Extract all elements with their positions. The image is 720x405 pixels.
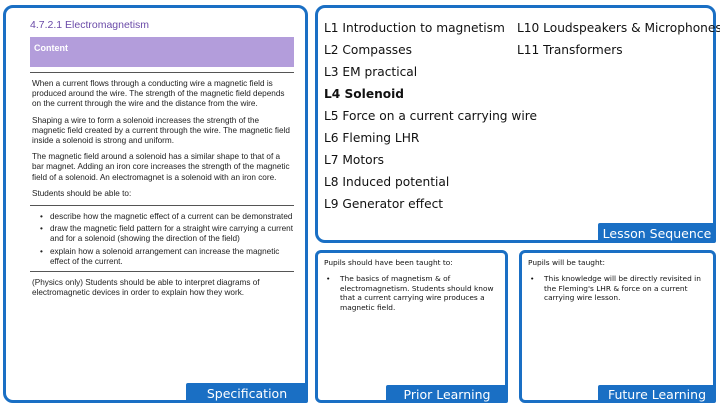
spec-title: 4.7.2.1 Electromagnetism <box>30 19 150 31</box>
list-item: draw the magnetic field pattern for a st… <box>40 224 294 244</box>
spec-paragraph: Shaping a wire to form a solenoid increa… <box>32 115 290 146</box>
future-learning-list: This knowledge will be directly revisite… <box>528 274 707 303</box>
divider <box>30 72 294 73</box>
lesson-item-l7[interactable]: L7 Motors <box>324 153 384 167</box>
lesson-sequence-label: Lesson Sequence <box>598 223 716 243</box>
divider <box>30 271 294 273</box>
lesson-sequence-panel: L1 Introduction to magnetism L2 Compasse… <box>315 5 720 243</box>
lesson-column-2: L10 Loudspeakers & Microphones L11 Trans… <box>517 17 720 61</box>
spec-content-header: Content <box>30 37 294 67</box>
spec-paragraph: The magnetic field around a solenoid has… <box>32 152 290 182</box>
list-item: describe how the magnetic effect of a cu… <box>40 212 294 222</box>
specification-panel: 4.7.2.1 Electromagnetism Content When a … <box>3 5 308 403</box>
specification-label: Specification <box>186 383 308 403</box>
prior-learning-panel: Pupils should have been taught to: The b… <box>315 250 508 403</box>
lesson-column-1: L1 Introduction to magnetism L2 Compasse… <box>324 17 537 215</box>
lesson-item-l5[interactable]: L5 Force on a current carrying wire <box>324 109 538 123</box>
list-item: explain how a solenoid arrangement can i… <box>40 247 294 267</box>
future-learning-label: Future Learning <box>598 385 716 403</box>
lesson-item-l6[interactable]: L6 Fleming LHR <box>324 131 420 145</box>
lesson-item-l4-current[interactable]: L4 Solenoid <box>324 87 405 101</box>
spec-paragraph: When a current flows through a conductin… <box>32 79 285 109</box>
prior-learning-label: Prior Learning <box>386 385 508 403</box>
spec-body: When a current flows through a conductin… <box>30 72 294 304</box>
lesson-item-l10[interactable]: L10 Loudspeakers & Microphones <box>517 21 720 35</box>
spec-bullet-list: describe how the magnetic effect of a cu… <box>30 212 294 267</box>
lesson-item-l11[interactable]: L11 Transformers <box>517 43 623 57</box>
prior-learning-heading: Pupils should have been taught to: <box>324 258 453 267</box>
lesson-item-l2[interactable]: L2 Compasses <box>324 43 413 57</box>
lesson-item-l1[interactable]: L1 Introduction to magnetism <box>324 21 505 35</box>
spec-footer-text: (Physics only) Students should be able t… <box>32 278 260 298</box>
list-item: The basics of magnetism & of electromagn… <box>326 274 499 312</box>
lesson-item-l9[interactable]: L9 Generator effect <box>324 197 444 211</box>
divider <box>30 205 294 207</box>
future-learning-heading: Pupils will be taught: <box>528 258 606 267</box>
future-learning-body: This knowledge will be directly revisite… <box>528 274 707 303</box>
prior-learning-body: The basics of magnetism & of electromagn… <box>324 274 499 312</box>
prior-learning-list: The basics of magnetism & of electromagn… <box>324 274 499 312</box>
lesson-item-l8[interactable]: L8 Induced potential <box>324 175 450 189</box>
future-learning-panel: Pupils will be taught: This knowledge wi… <box>519 250 716 403</box>
lesson-item-l3[interactable]: L3 EM practical <box>324 65 418 79</box>
list-item: This knowledge will be directly revisite… <box>530 274 707 303</box>
spec-paragraph: Students should be able to: <box>32 188 132 198</box>
